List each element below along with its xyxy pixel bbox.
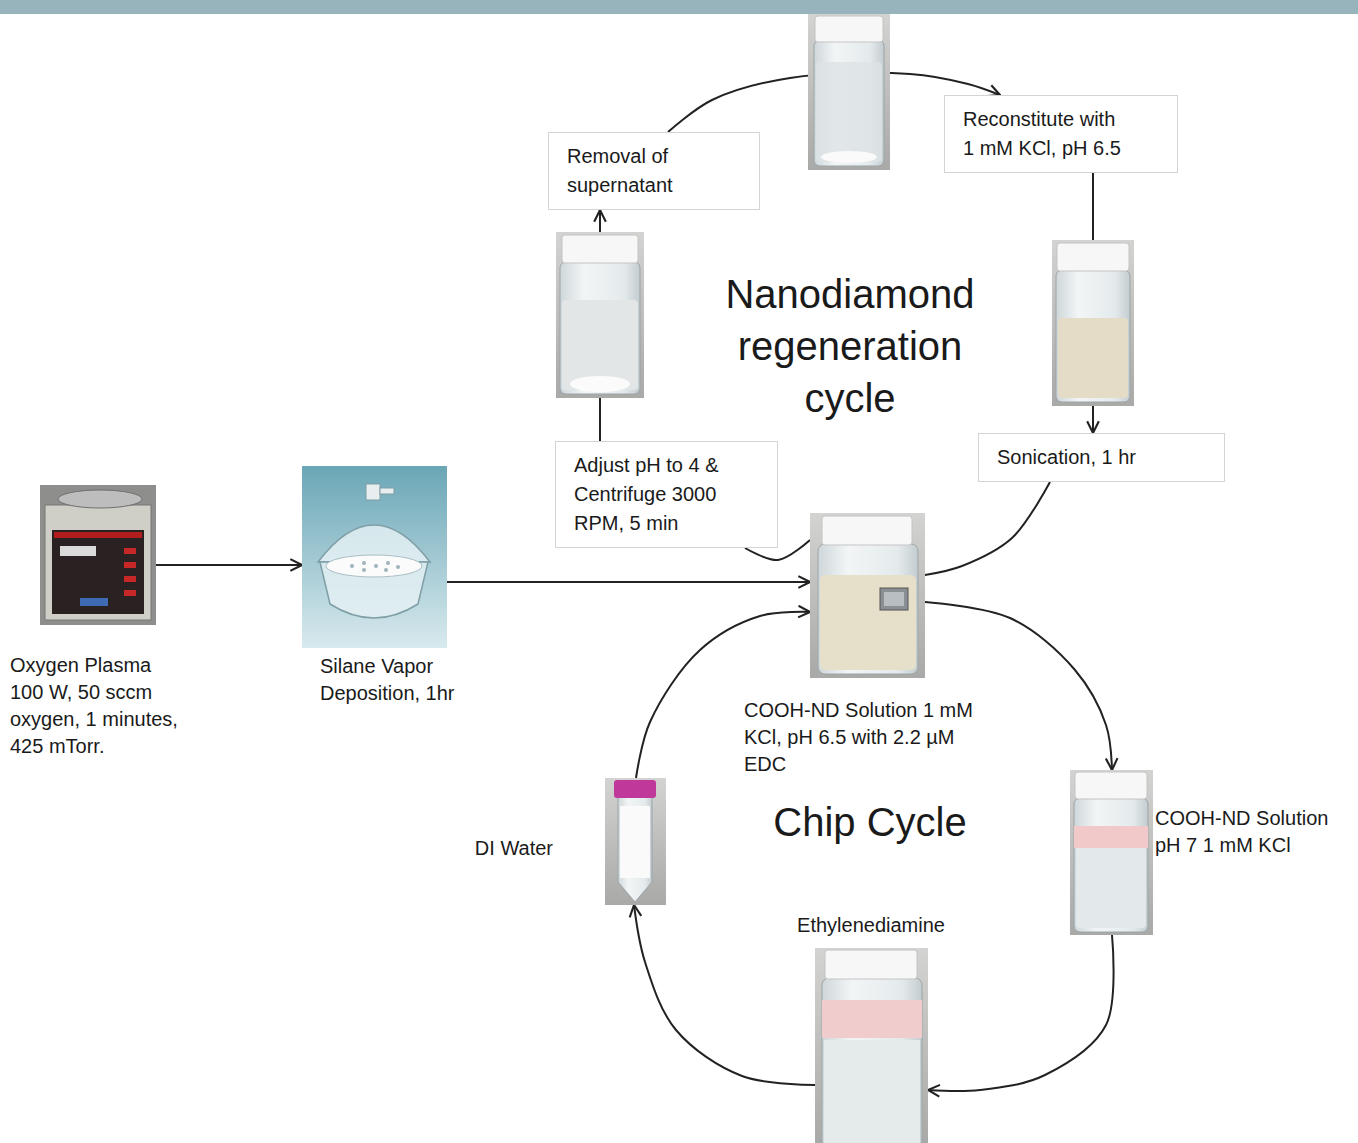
flow-arrow	[156, 564, 302, 566]
oxygen-plasma-photo-part	[54, 532, 142, 538]
desiccator-photo-part	[380, 488, 394, 494]
ph7-vial-photo-part	[1075, 772, 1147, 799]
oxygen-plasma-photo-part	[60, 546, 96, 556]
ph7-vial-photo	[1070, 770, 1153, 935]
ethylenediamine-vial-photo-part	[824, 1040, 920, 1143]
top-vial-photo-part	[815, 16, 883, 42]
right-vial-photo-part	[1056, 270, 1130, 402]
center-vial-photo-part	[818, 544, 918, 674]
left-vial-photo-part	[562, 235, 638, 263]
oxygen-plasma-photo	[40, 485, 156, 625]
top-vial-photo	[808, 14, 890, 170]
ph7-vial-photo-part	[1070, 770, 1153, 935]
oxygen-plasma-photo-part	[124, 562, 136, 568]
ph7-vial-photo-part	[1074, 826, 1148, 848]
left-vial-photo-part	[570, 376, 630, 392]
center-vial-photo-part	[822, 516, 912, 545]
di-water-tube-photo	[605, 778, 666, 905]
top-vial-photo-part	[814, 40, 884, 166]
oxygen-plasma-photo-part	[40, 485, 156, 625]
ethylenediamine-vial-photo-part	[822, 978, 922, 1143]
photo-node: COOH-ND Solution 1 mM KCl, pH 6.5 with 2…	[810, 513, 925, 678]
desiccator-photo	[302, 466, 447, 648]
center-vial-photo	[810, 513, 925, 678]
ethylenediamine-vial-photo-part	[822, 1000, 922, 1038]
ph7-vial-photo-part	[1076, 842, 1146, 928]
photo-node: Silane Vapor Deposition, 1hr	[302, 466, 447, 648]
right-vial-photo	[1052, 240, 1134, 406]
photo-node: Ethylenediamine	[815, 948, 928, 1143]
desiccator-photo-part	[384, 568, 388, 572]
flow-arrow	[447, 581, 810, 583]
photo-caption: Ethylenediamine	[771, 912, 971, 939]
di-water-tube-photo-part	[614, 780, 656, 798]
top-vial-photo-part	[821, 151, 877, 163]
right-vial-photo-part	[1058, 318, 1128, 398]
center-vial-photo-part	[810, 513, 925, 678]
process-box: Adjust pH to 4 & Centrifuge 3000 RPM, 5 …	[555, 441, 778, 548]
flow-arrow	[634, 905, 815, 1085]
desiccator-photo-part	[362, 568, 366, 572]
desiccator-photo-part	[374, 564, 378, 568]
photo-caption: COOH-ND Solution pH 7 1 mM KCl	[1155, 805, 1350, 859]
photo-caption: Oxygen Plasma 100 W, 50 sccm oxygen, 1 m…	[10, 652, 188, 760]
photo-caption: COOH-ND Solution 1 mM KCl, pH 6.5 with 2…	[744, 697, 984, 778]
ethylenediamine-vial-photo	[815, 948, 928, 1143]
oxygen-plasma-photo-part	[58, 490, 142, 508]
desiccator-photo-part	[386, 561, 390, 565]
desiccator-photo-part	[396, 565, 400, 569]
photo-node: COOH-ND Solution pH 7 1 mM KCl	[1070, 770, 1153, 935]
desiccator-photo-part	[366, 484, 380, 500]
oxygen-plasma-photo-part	[124, 590, 136, 596]
flow-arrow	[928, 935, 1114, 1091]
oxygen-plasma-photo-part	[80, 598, 108, 606]
process-box: Sonication, 1 hr	[978, 433, 1225, 482]
top-vial-photo-part	[816, 62, 882, 162]
center-vial-photo-part	[880, 588, 908, 610]
di-water-tube-photo-part	[605, 778, 666, 905]
photo-node: Oxygen Plasma 100 W, 50 sccm oxygen, 1 m…	[40, 485, 156, 625]
cycle-title: Chip Cycle	[720, 796, 1020, 848]
left-vial-photo-part	[560, 262, 640, 394]
process-box: Reconstitute with 1 mM KCl, pH 6.5	[944, 95, 1178, 173]
center-vial-photo-part	[884, 592, 904, 606]
right-vial-photo-part	[1057, 243, 1129, 271]
step-label: Removal of supernatant	[567, 142, 741, 200]
photo-node: DI Water	[605, 778, 666, 905]
ethylenediamine-vial-photo-part	[815, 948, 928, 1143]
di-water-tube-photo-part	[620, 806, 650, 878]
desiccator-photo-part	[350, 564, 354, 568]
step-label: Sonication, 1 hr	[997, 443, 1206, 472]
oxygen-plasma-photo-part	[52, 530, 144, 614]
cycle-title: Nanodiamond regeneration cycle	[700, 268, 1000, 424]
photo-caption: DI Water	[458, 835, 553, 862]
left-vial-photo	[556, 232, 644, 398]
step-label: Reconstitute with 1 mM KCl, pH 6.5	[963, 105, 1127, 163]
ethylenediamine-vial-photo-part	[825, 950, 917, 979]
photo-caption: Silane Vapor Deposition, 1hr	[320, 653, 490, 707]
step-label: Adjust pH to 4 & Centrifuge 3000 RPM, 5 …	[574, 451, 761, 538]
di-water-tube-photo-part	[618, 796, 652, 902]
desiccator-photo-part	[326, 555, 422, 577]
top-bar	[0, 0, 1358, 14]
oxygen-plasma-photo-part	[124, 548, 136, 554]
oxygen-plasma-photo-part	[45, 505, 151, 620]
center-vial-photo-part	[820, 575, 916, 670]
flow-arrow	[925, 482, 1050, 575]
left-vial-photo-part	[556, 232, 644, 398]
oxygen-plasma-photo-part	[124, 576, 136, 582]
desiccator-photo-part	[362, 561, 366, 565]
right-vial-photo-part	[1052, 240, 1134, 406]
ph7-vial-photo-part	[1074, 798, 1148, 932]
process-box: Removal of supernatant	[548, 132, 760, 210]
top-vial-photo-part	[808, 14, 890, 170]
desiccator-photo-part	[302, 466, 447, 648]
